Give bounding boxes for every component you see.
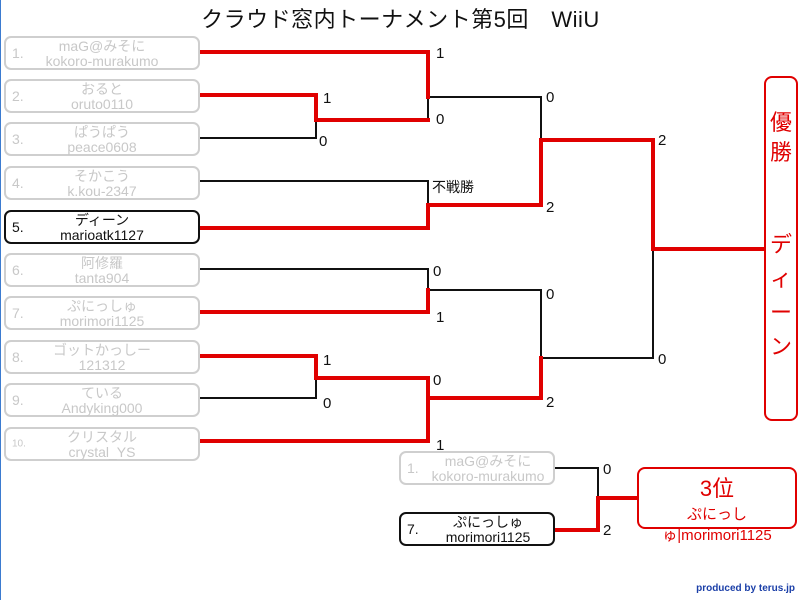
seed-number: 7. xyxy=(12,305,24,321)
player-id: Andyking000 xyxy=(61,400,143,416)
score-sf-a-bot: 2 xyxy=(546,199,555,216)
seed-number: 2. xyxy=(12,88,24,104)
player-slot-9[interactable]: 9. ている Andyking000 xyxy=(4,383,200,417)
seed-number: 1. xyxy=(12,45,24,61)
player-name: ぷにっしゅ xyxy=(67,298,137,314)
player-slot-2[interactable]: 2. おると oruto0110 xyxy=(4,79,200,113)
player-name: ぱうぱう xyxy=(74,124,130,140)
credit-text: produced by terus.jp xyxy=(696,583,795,594)
score-r1-top: 1 xyxy=(436,45,445,62)
third-place-box: 3位 ぷにっしゅ|morimori1125 xyxy=(637,467,797,544)
player-id: morimori1125 xyxy=(59,313,145,329)
third-place-label: 3位 xyxy=(699,476,735,501)
player-slot-10[interactable]: 10. クリスタル crystal_YS xyxy=(4,427,200,461)
player-id: morimori1125 xyxy=(445,529,531,545)
player-id: crystal_YS xyxy=(68,444,136,460)
seed-number: 8. xyxy=(12,349,24,365)
score-qf-a-bot: 0 xyxy=(319,133,328,150)
player-slot-3[interactable]: 3. ぱうぱう peace0608 xyxy=(4,122,200,156)
bracket-red-lines xyxy=(197,50,766,532)
score-r1-c-top: 1 xyxy=(323,352,332,369)
champion-box: 優勝 ディーン xyxy=(764,76,798,421)
player-id: peace0608 xyxy=(67,139,137,155)
score-qf-c-top: 0 xyxy=(433,372,442,389)
player-slot-7[interactable]: 7. ぷにっしゅ morimori1125 xyxy=(4,296,200,330)
player-slot-1[interactable]: 1. maG@みそに kokoro-murakumo xyxy=(4,36,200,70)
score-sf-b-top: 0 xyxy=(546,286,555,303)
player-slot-6[interactable]: 6. 阿修羅 tanta904 xyxy=(4,253,200,287)
left-edge-rule xyxy=(0,0,1,600)
player-slot-5[interactable]: 5. ディーン marioatk1127 xyxy=(4,210,200,244)
player-id: kokoro-murakumo xyxy=(431,468,545,484)
player-id: tanta904 xyxy=(74,270,130,286)
seed-number: 3. xyxy=(12,131,24,147)
player-id: marioatk1127 xyxy=(60,227,144,243)
player-slot-4[interactable]: 4. そかこう k.kou-2347 xyxy=(4,166,200,200)
score-qf-b-top: 0 xyxy=(433,263,442,280)
score-third-bot: 2 xyxy=(603,522,612,539)
page-title: クラウド窓内トーナメント第5回 WiiU xyxy=(201,7,600,32)
score-qf-b-bot: 1 xyxy=(436,309,445,326)
score-qf-c-bot: 1 xyxy=(436,437,445,454)
player-name: maG@みそに xyxy=(444,453,532,469)
seed-number: 10. xyxy=(12,438,26,450)
player-name: 阿修羅 xyxy=(81,255,123,271)
seed-number: 1. xyxy=(407,460,419,476)
player-name: ている xyxy=(81,385,123,401)
seed-number: 7. xyxy=(407,521,419,537)
player-id: k.kou-2347 xyxy=(67,183,137,199)
score-final-bot: 0 xyxy=(658,351,667,368)
score-third-top: 0 xyxy=(603,461,612,478)
score-final-top: 2 xyxy=(658,132,667,149)
champion-label: 優勝 xyxy=(769,110,792,165)
third-match-slot-2[interactable]: 7. ぷにっしゅ morimori1125 xyxy=(399,512,555,546)
player-name: ぷにっしゅ xyxy=(453,514,523,530)
seed-number: 5. xyxy=(12,219,24,235)
seed-number: 6. xyxy=(12,262,24,278)
player-name: ゴットかっしー xyxy=(53,342,151,358)
champion-name: ディーン xyxy=(769,232,792,359)
player-name: おると xyxy=(81,81,123,97)
walkover-label: 不戦勝 xyxy=(432,179,474,195)
score-qf-a-top: 1 xyxy=(323,90,332,107)
player-name: ディーン xyxy=(74,212,130,228)
player-id: oruto0110 xyxy=(70,96,133,112)
score-r1-bot: 0 xyxy=(436,111,445,128)
third-match-slot-1[interactable]: 1. maG@みそに kokoro-murakumo xyxy=(399,451,555,485)
player-name: そかこう xyxy=(74,168,130,184)
third-place-name: ぷにっしゅ|morimori1125 xyxy=(662,506,772,544)
player-id: 121312 xyxy=(78,357,126,373)
player-name: maG@みそに xyxy=(58,38,146,54)
seed-number: 9. xyxy=(12,392,24,408)
player-name: クリスタル xyxy=(67,429,137,445)
player-id: kokoro-murakumo xyxy=(45,53,159,69)
score-r1-c-bot: 0 xyxy=(323,395,332,412)
score-sf-b-bot: 2 xyxy=(546,394,555,411)
player-slot-8[interactable]: 8. ゴットかっしー 121312 xyxy=(4,340,200,374)
seed-number: 4. xyxy=(12,175,24,191)
score-sf-a-top: 0 xyxy=(546,89,555,106)
